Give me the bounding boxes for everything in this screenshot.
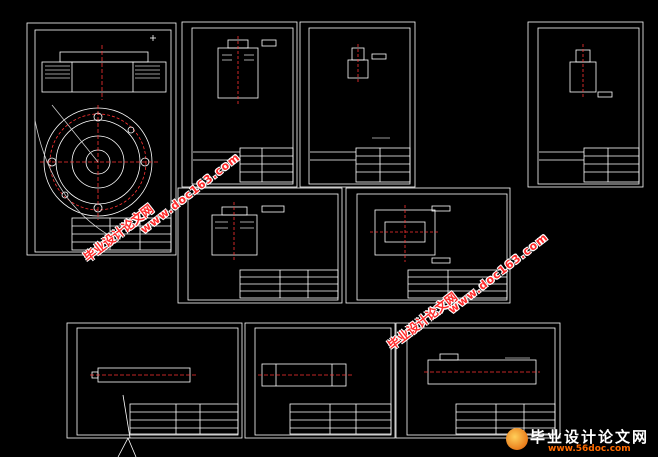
drawing-sheet-plate[interactable] bbox=[26, 22, 177, 256]
drawing-sheet-part-c[interactable] bbox=[527, 21, 644, 188]
logo-site: www.56doc.com bbox=[548, 444, 631, 454]
drawing-sheet-part-e[interactable] bbox=[345, 187, 511, 304]
drawing-sheet-part-b[interactable] bbox=[299, 21, 416, 188]
site-logo: 毕业设计论文网 www.56doc.com bbox=[500, 424, 658, 457]
logo-badge-icon bbox=[506, 428, 528, 450]
logo-title: 毕业设计论文网 bbox=[530, 428, 650, 446]
drawing-sheet-part-a[interactable] bbox=[181, 21, 298, 188]
drawing-sheet-part-d[interactable] bbox=[177, 187, 343, 304]
drawing-sheet-shaft-b[interactable] bbox=[244, 322, 396, 439]
drawing-sheet-shaft-c[interactable] bbox=[395, 322, 561, 439]
drawing-sheet-shaft-a[interactable] bbox=[66, 322, 243, 457]
